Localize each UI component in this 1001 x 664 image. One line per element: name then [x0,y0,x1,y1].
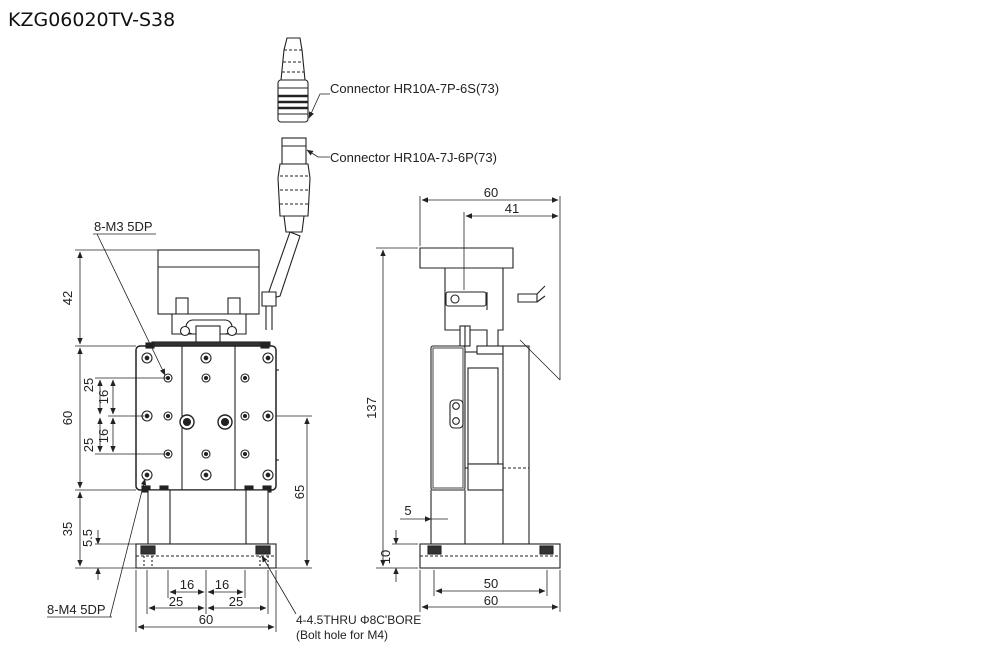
dim-16-left: 16 [180,577,194,592]
front-view-dimensions [47,93,330,632]
dim-25-upper: 25 [81,378,96,392]
motor-housing [157,249,260,315]
dim-42: 42 [60,291,75,305]
front-view [135,249,279,569]
side-dim-60-bottom: 60 [484,593,498,608]
dim-16-upper: 16 [96,390,111,404]
side-dim-10: 10 [378,550,393,564]
dim-16-right: 16 [215,577,229,592]
connector-jack [281,137,307,165]
side-dim-5: 5 [404,503,411,518]
dim-16-lower: 16 [96,429,111,443]
callout-bottom-tap: 8-M4 5DP [47,602,106,617]
callout-thru-hole-note: (Bolt hole for M4) [296,628,388,642]
dim-35: 35 [60,522,75,536]
dim-65: 65 [292,485,307,499]
side-dim-60-top: 60 [484,185,498,200]
drawing-title: KZG06020TV-S38 [8,9,176,31]
side-dim-137: 137 [364,397,379,419]
dim-5-5: 5.5 [80,529,95,547]
callout-thru-hole: 4-4.5THRU Φ8C'BORE [296,613,421,627]
stage-side [430,345,466,491]
side-dim-50: 50 [484,576,498,591]
callout-connector-bottom: Connector HR10A-7J-6P(73) [330,150,497,165]
dim-25-left: 25 [169,594,183,609]
side-dim-41: 41 [505,201,519,216]
dim-25-right: 25 [229,594,243,609]
stage-body [135,345,277,491]
dim-60-bottom: 60 [199,612,213,627]
side-view [419,247,561,569]
side-view-dimensions [376,196,561,612]
dim-60: 60 [60,411,75,425]
cable-assembly [261,37,311,330]
callout-connector-top: Connector HR10A-7P-6S(73) [330,81,499,96]
callout-top-tap: 8-M3 5DP [94,219,153,234]
base-column [147,489,269,545]
dim-25-lower: 25 [81,438,96,452]
